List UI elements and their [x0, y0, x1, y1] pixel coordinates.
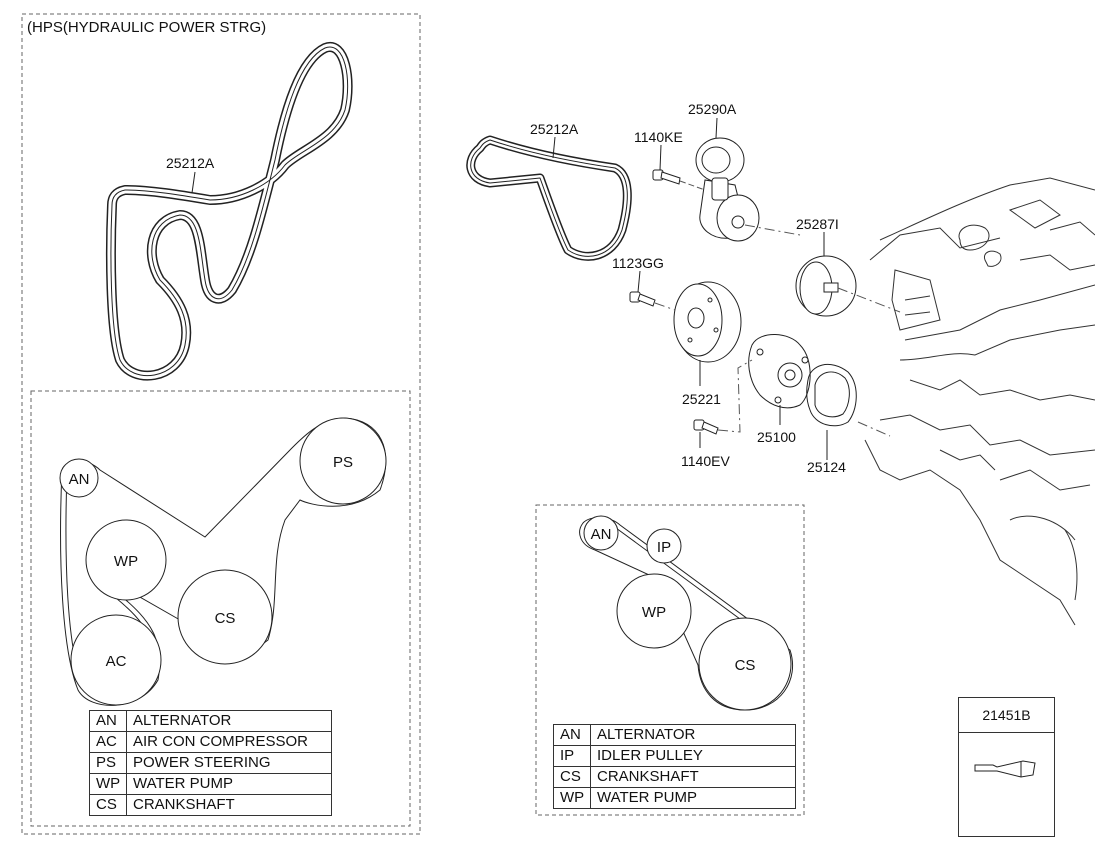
leader-tensioner-bolt	[659, 144, 662, 171]
pulley-an-mdps	[583, 515, 619, 551]
legend-code: WP	[553, 787, 591, 809]
circle-label-wp-mdps: WP	[642, 604, 666, 621]
label-water-pump-pulley: 25221	[682, 391, 721, 407]
circle-label-ac: AC	[106, 653, 127, 670]
label-pulley-bolt: 1123GG	[612, 255, 664, 271]
hps-pulleys	[59, 417, 387, 706]
pulley-wp-mdps	[616, 573, 692, 649]
sealant-part-box: 21451B	[958, 697, 1055, 837]
legend-code: WP	[89, 773, 127, 795]
leader-pulley-bolt	[637, 270, 641, 293]
hps-belt-layout-frame	[30, 390, 411, 827]
leader-belt-hps	[191, 171, 196, 194]
hps-serpentine-belt	[105, 42, 353, 381]
water-pump-pulley	[673, 281, 742, 363]
legend-code: PS	[89, 752, 127, 774]
legend-row: WP WATER PUMP	[553, 787, 796, 809]
circle-label-an-hps: AN	[69, 471, 90, 488]
mdps-pulleys	[583, 515, 792, 711]
circle-label-an-mdps: AN	[591, 526, 612, 543]
legend-name: ALTERNATOR	[126, 710, 332, 732]
circle-label-ps: PS	[333, 454, 353, 471]
legend-code: IP	[553, 745, 591, 767]
tensioner-assembly	[695, 137, 760, 242]
legend-code: CS	[553, 766, 591, 788]
pulley-ps	[299, 417, 387, 505]
pulley-cs-hps	[177, 569, 273, 665]
label-pump-bolt: 1140EV	[681, 453, 730, 469]
engine-block	[864, 177, 1095, 626]
pulley-wp-hps	[85, 519, 167, 601]
legend-name: WATER PUMP	[126, 773, 332, 795]
mdps-serpentine-belt	[466, 135, 632, 261]
idler-pulley	[795, 255, 857, 317]
label-water-pump: 25100	[757, 429, 796, 445]
section-frames	[21, 13, 805, 835]
label-tensioner-bolt: 1140KE	[634, 129, 683, 145]
legend-name: ALTERNATOR	[590, 724, 796, 746]
circle-label-ip: IP	[657, 539, 671, 556]
legend-name: IDLER PULLEY	[590, 745, 796, 767]
label-gasket: 25124	[807, 459, 846, 475]
legend-code: AN	[553, 724, 591, 746]
legend-name: POWER STEERING	[126, 752, 332, 774]
water-pump	[748, 334, 811, 409]
pulley-ip	[646, 528, 682, 564]
legend-name: WATER PUMP	[590, 787, 796, 809]
legend-code: AC	[89, 731, 127, 753]
circle-label-wp-hps: WP	[114, 553, 138, 570]
leader-belt-mdps	[552, 136, 556, 159]
legend-name: AIR CON COMPRESSOR	[126, 731, 332, 753]
circle-label-cs-mdps: CS	[735, 657, 756, 674]
pulley-ac	[70, 614, 162, 706]
label-sealant: 21451B	[959, 698, 1054, 733]
circle-label-cs-hps: CS	[215, 610, 236, 627]
legend-code: AN	[89, 710, 127, 732]
water-pump-gasket	[806, 363, 857, 427]
legend-code: CS	[89, 794, 127, 816]
leader-tensioner	[715, 117, 718, 139]
mdps-belt-layout-frame	[535, 504, 805, 816]
label-belt-mdps: 25212A	[530, 121, 579, 137]
pulley-cs-mdps	[698, 617, 792, 711]
hps-section-frame	[21, 13, 421, 835]
pulley-an-hps	[59, 458, 99, 498]
axis-tensioner-bolt	[679, 180, 706, 191]
label-tensioner: 25290A	[688, 101, 737, 117]
legend-name: CRANKSHAFT	[126, 794, 332, 816]
assembly-axes	[654, 224, 901, 437]
tensioner-bolt	[652, 169, 681, 185]
pulley-bolt	[629, 291, 656, 307]
sealant-tube-icon	[974, 760, 1036, 778]
pump-bolt	[693, 419, 719, 435]
label-idler-pulley: 25287I	[796, 216, 839, 232]
label-belt-hps: 25212A	[166, 155, 215, 171]
hps-title: (HPS(HYDRAULIC POWER STRG)	[27, 19, 266, 36]
legend-name: CRANKSHAFT	[590, 766, 796, 788]
